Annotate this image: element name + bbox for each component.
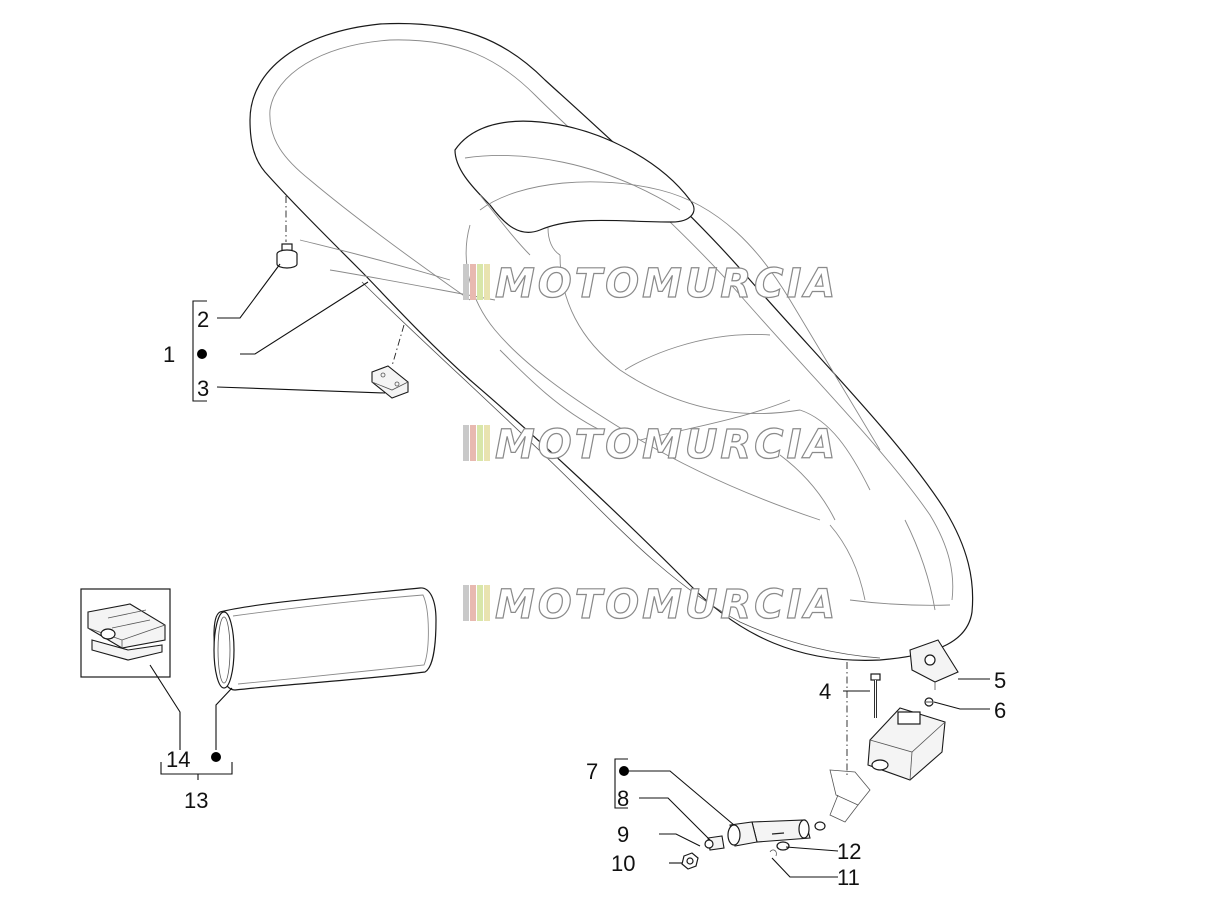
clip-detail-box xyxy=(80,588,171,678)
seat-inner-rim-left xyxy=(269,109,471,301)
pouch-part xyxy=(213,587,437,691)
long-bolt-part xyxy=(870,673,881,718)
bullet-13 xyxy=(211,752,221,762)
seat-assembly xyxy=(249,22,974,661)
callout-13: 13 xyxy=(184,788,208,813)
callout-4: 4 xyxy=(819,679,831,704)
small-screw-part xyxy=(924,697,934,707)
callout-10: 10 xyxy=(611,851,635,876)
callout-5: 5 xyxy=(994,668,1006,693)
callout-11: 11 xyxy=(837,865,860,890)
bullet-7 xyxy=(619,766,629,776)
nut-part xyxy=(681,852,699,870)
svg-text:MOTOMURCIA: MOTOMURCIA xyxy=(495,582,838,628)
bullet-1 xyxy=(197,349,207,359)
gas-strut-part xyxy=(727,819,811,847)
seat-base-edge xyxy=(361,281,881,659)
hinge-block-part xyxy=(829,707,946,823)
bracket-7 xyxy=(614,758,628,809)
callout-14: 14 xyxy=(166,747,190,772)
callout-9: 9 xyxy=(617,822,629,847)
svg-text:MOTOMURCIA: MOTOMURCIA xyxy=(495,261,838,307)
bracket-13 xyxy=(160,762,233,775)
callout-6: 6 xyxy=(994,698,1006,723)
callout-2: 2 xyxy=(197,307,209,332)
rubber-stop-part xyxy=(276,243,298,269)
hinge-plate-part xyxy=(909,639,959,690)
watermark-3: MOTOMURCIA xyxy=(463,581,838,629)
seat-center-panel xyxy=(479,181,881,451)
leader-lines xyxy=(149,263,990,878)
callout-3: 3 xyxy=(197,376,209,401)
callout-12: 12 xyxy=(837,839,861,864)
svg-text:MOTOMURCIA: MOTOMURCIA xyxy=(495,422,838,468)
watermark-1: MOTOMURCIA xyxy=(463,260,838,308)
seat-outline xyxy=(249,22,974,661)
callout-7: 7 xyxy=(586,759,598,784)
clip-bracket-part xyxy=(371,365,409,399)
callout-1: 1 xyxy=(163,342,175,367)
watermark-2: MOTOMURCIA xyxy=(463,421,838,469)
seat-backrest-pad xyxy=(454,120,695,233)
washer-part xyxy=(769,821,826,857)
callout-8: 8 xyxy=(617,786,629,811)
callout-labels: 2 1 3 4 5 6 7 8 9 10 12 11 14 13 xyxy=(163,307,1006,890)
bracket-1 xyxy=(192,300,207,402)
ball-joint-part xyxy=(704,835,725,851)
